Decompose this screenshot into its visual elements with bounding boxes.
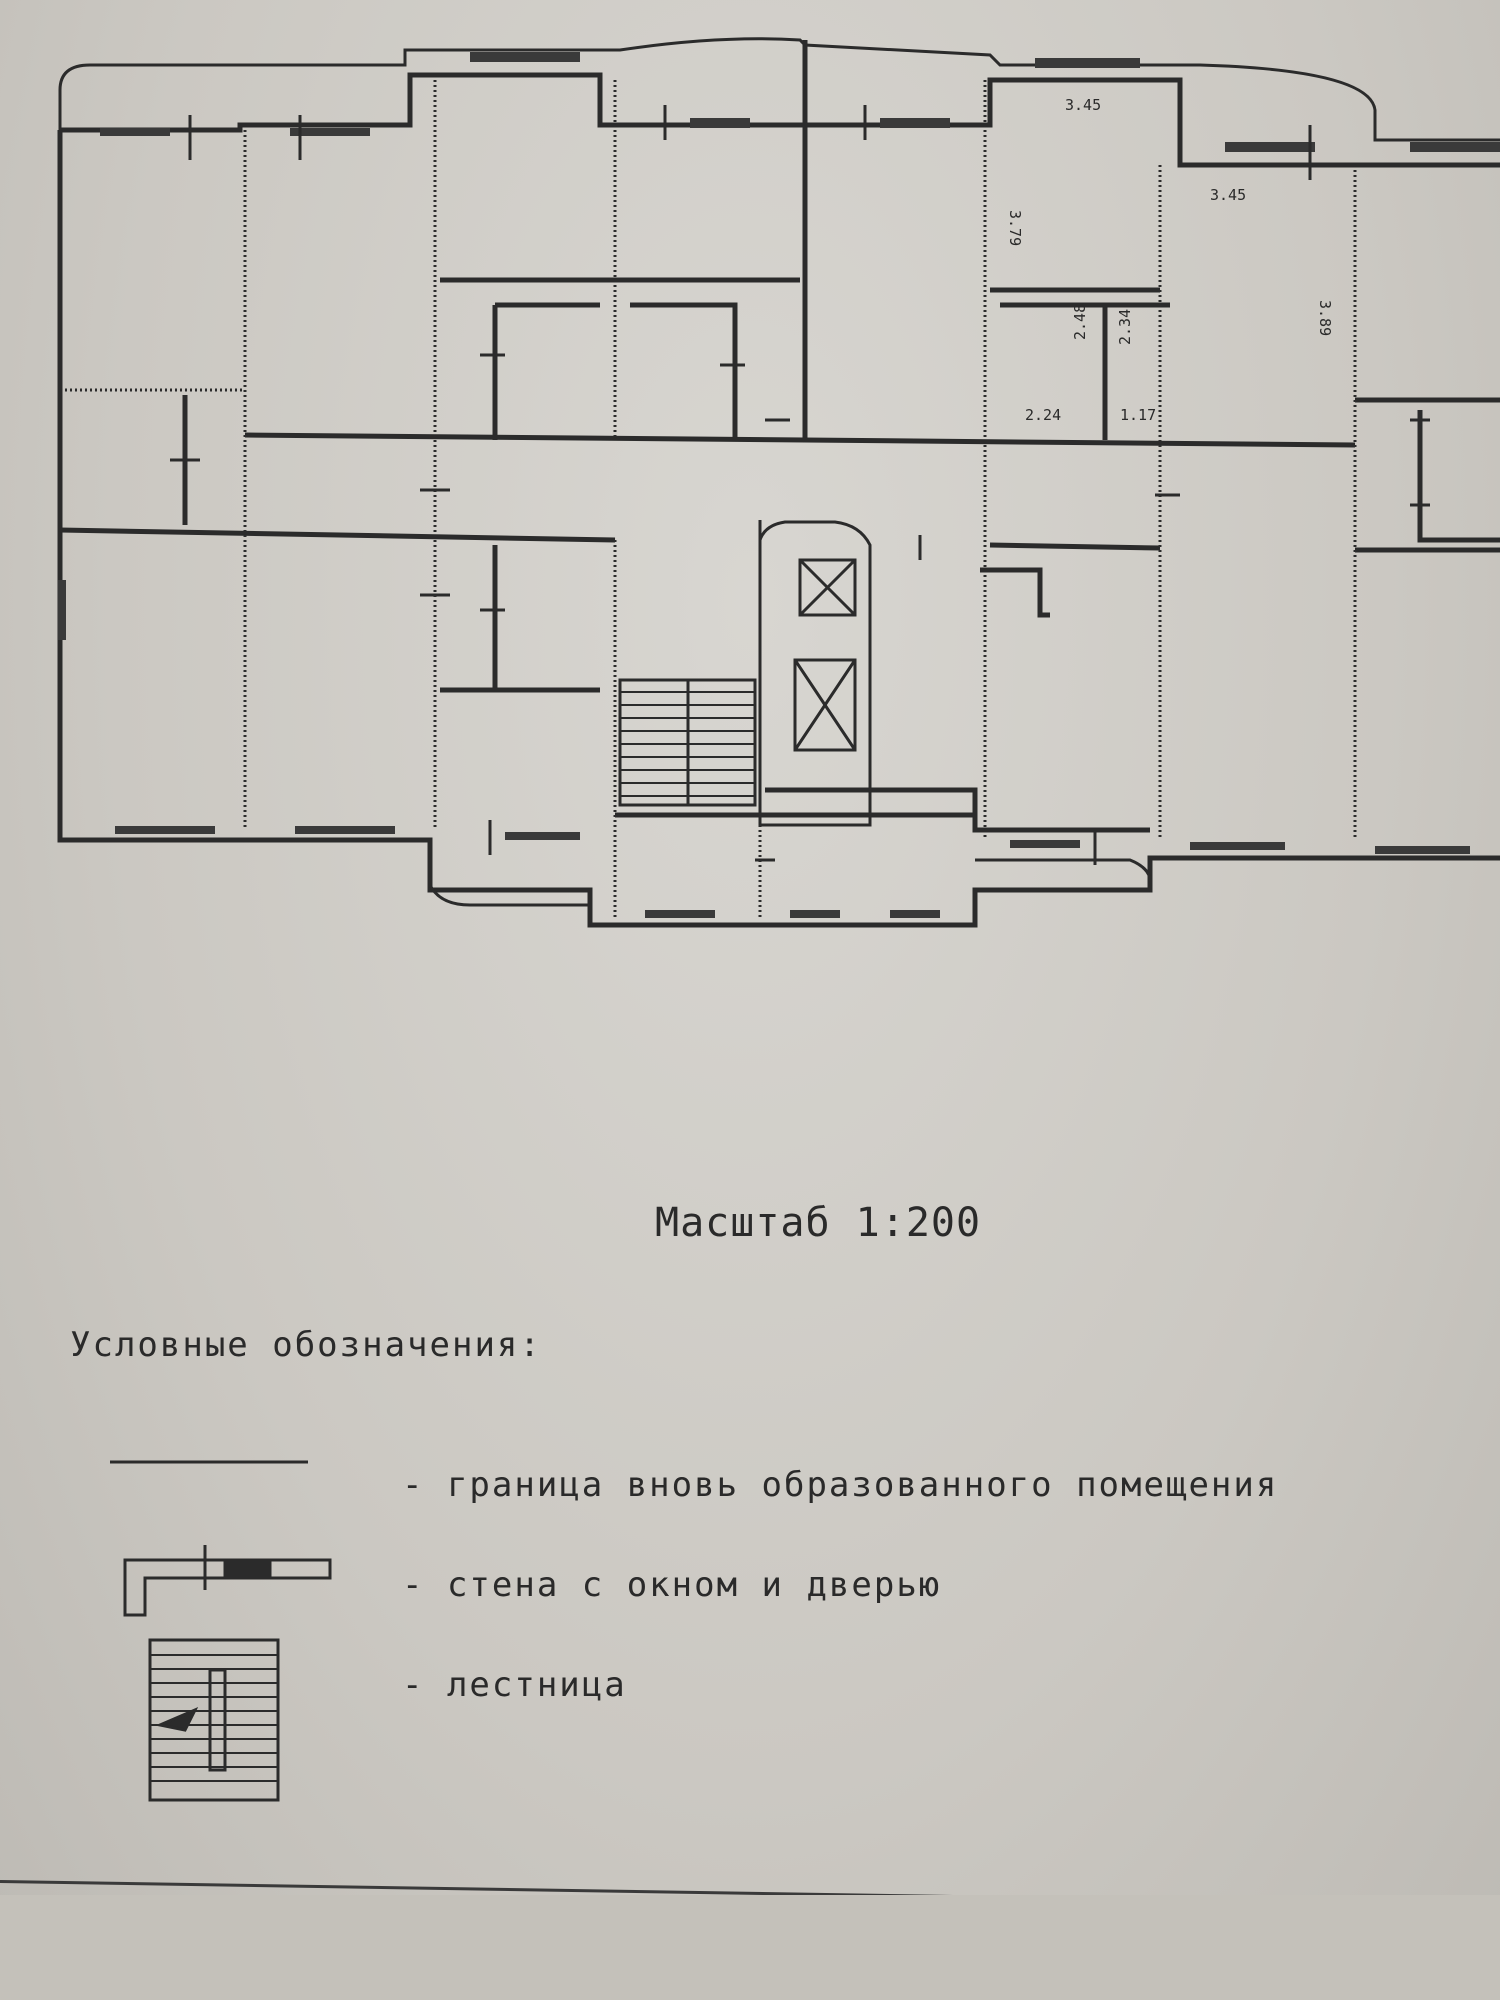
legend-wall-symbol [123,1545,332,1617]
bottom-bay-right [975,858,1153,891]
dimension-label: 2.24 [1025,406,1061,424]
door-ticks [170,105,1430,865]
dimension-label: 1.17 [1120,406,1156,424]
lobby-wall [615,787,1150,833]
legend-stair-symbol [148,1638,280,1802]
bottom-band [0,1895,1500,2000]
dimension-label: 2.48 [1071,304,1089,340]
legend-item-stair: - лестница [402,1665,627,1705]
dimension-label: 3.45 [1065,96,1101,114]
windows [58,52,1500,918]
lift-core [758,520,872,827]
bath-block [630,302,738,440]
staircase [618,678,757,807]
dimension-label: 2.34 [1116,309,1134,345]
corridor-wall [59,527,616,543]
legend-title: Условные обозначения: [70,1325,542,1365]
outer-wall [57,130,1500,928]
bath-block [492,302,600,440]
legend-item-boundary: - граница вновь образованного помещения [402,1465,1279,1505]
scale-label: Масштаб 1:200 [655,1200,982,1246]
lobby-wall [980,567,1050,618]
legend-item-wall: - стена с окном и дверью [402,1565,942,1605]
bath-block [1417,410,1500,543]
bottom-bay-left [428,840,590,907]
lift-shaft [793,658,857,752]
dimension-label: 3.45 [1210,186,1246,204]
lift-cross [793,659,857,751]
outer-wall-inner-top [60,72,1500,168]
lift-shaft [798,558,857,617]
dimension-label: 3.89 [1316,300,1334,336]
corridor-wall [989,542,1161,551]
lift-cross [798,558,857,617]
corridor-wall [244,432,1356,448]
outer-wall-top [58,37,1500,142]
dimension-label: 3.79 [1006,210,1024,246]
